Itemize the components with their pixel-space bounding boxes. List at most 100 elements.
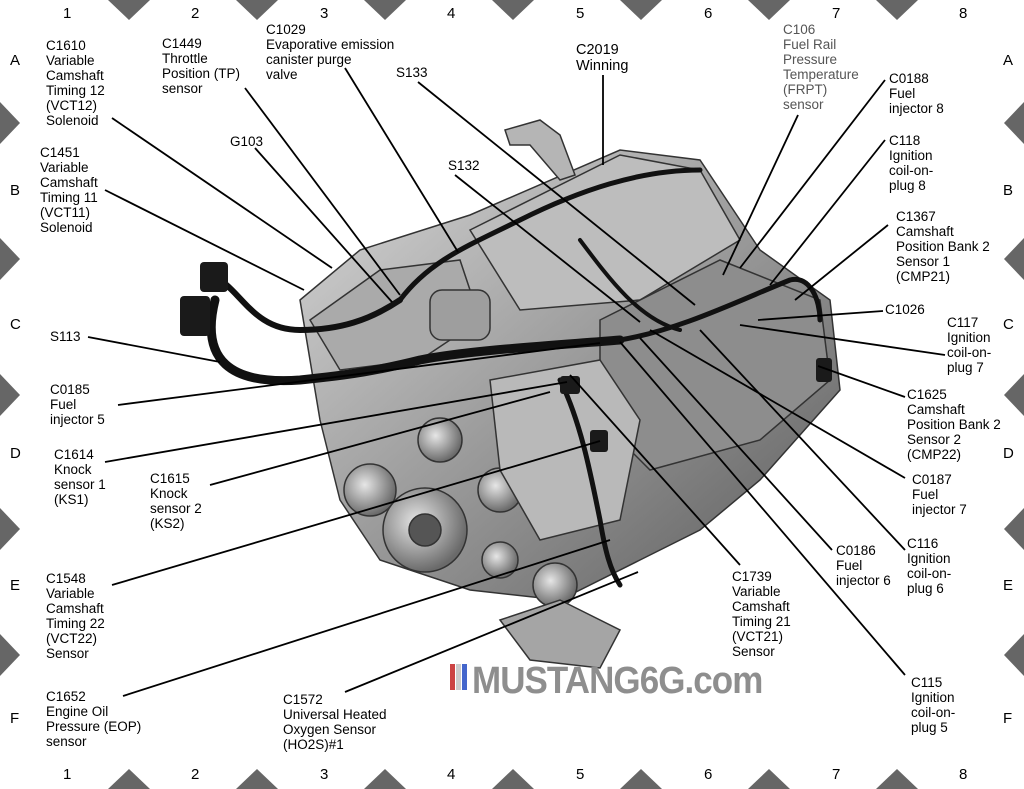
grid-marker: [0, 374, 20, 416]
grid-marker: [620, 0, 662, 20]
label-c1610: C1610 Variable Camshaft Timing 12 (VCT12…: [46, 38, 105, 128]
grid-marker: [0, 238, 20, 280]
tensioner-pulley: [417, 417, 463, 463]
label-c1026: C1026: [885, 302, 925, 317]
grid-col-7-top: 7: [832, 5, 841, 22]
leader-line: [739, 324, 946, 356]
label-s132: S132: [448, 158, 480, 173]
harness-right: [617, 276, 823, 343]
label-c1615: C1615 Knock sensor 2 (KS2): [150, 471, 202, 531]
grid-col-4-top: 4: [447, 5, 456, 22]
grid-col-6-top: 6: [704, 5, 713, 22]
leader-line: [87, 336, 221, 363]
label-c0185: C0185 Fuel injector 5: [50, 382, 105, 427]
grid-row-a-left: A: [10, 52, 21, 69]
label-c0187: C0187 Fuel injector 7: [912, 472, 967, 517]
leader-line: [254, 147, 393, 303]
connector-plug: [200, 262, 228, 292]
leader-line: [769, 139, 886, 286]
grid-col-3-bottom: 3: [320, 766, 329, 783]
grid-row-c-right: C: [1003, 316, 1014, 333]
leader-line: [699, 329, 906, 551]
label-c1572: C1572 Universal Heated Oxygen Sensor (HO…: [283, 692, 387, 752]
grid-marker: [1004, 238, 1024, 280]
grid-marker: [748, 769, 790, 789]
leader-line: [417, 81, 696, 306]
grid-marker: [876, 0, 918, 20]
label-c1451: C1451 Variable Camshaft Timing 11 (VCT11…: [40, 145, 98, 235]
grid-col-6-bottom: 6: [704, 766, 713, 783]
grid-col-8-bottom: 8: [959, 766, 968, 783]
grid-marker: [0, 508, 20, 550]
label-g103: G103: [230, 134, 264, 149]
grid-col-5-bottom: 5: [576, 766, 585, 783]
grid-row-f-right: F: [1003, 710, 1013, 727]
grid-marker: [1004, 634, 1024, 676]
label-c1614: C1614 Knock sensor 1 (KS1): [54, 447, 106, 507]
grid-marker: [364, 0, 406, 20]
leader-line: [104, 189, 305, 291]
grid-marker: [236, 769, 278, 789]
grid-col-5-top: 5: [576, 5, 585, 22]
grid-col-8-top: 8: [959, 5, 968, 22]
label-c106: C106 Fuel Rail Pressure Temperature (FRP…: [783, 22, 859, 112]
harness-top: [397, 167, 703, 303]
wiring-harness: [206, 167, 823, 588]
label-c115: C115 Ignition coil-on- plug 5: [911, 675, 956, 735]
crank-pulley-hub: [408, 513, 442, 547]
watermark-logo: MUSTANG6G.com: [472, 660, 763, 702]
connector-plug: [816, 358, 832, 382]
grid-col-4-bottom: 4: [447, 766, 456, 783]
grid-marker: [492, 0, 534, 20]
grid-marker: [236, 0, 278, 20]
grid-col-2-top: 2: [191, 5, 200, 22]
leader-line: [122, 539, 611, 697]
grid-marker: [1004, 102, 1024, 144]
grid-row-e-right: E: [1003, 577, 1014, 594]
leader-line: [722, 114, 799, 276]
leader-lines: [87, 67, 946, 697]
grid-marker: [748, 0, 790, 20]
leader-line: [619, 341, 906, 676]
grid-row-d-right: D: [1003, 445, 1014, 462]
label-c0186: C0186 Fuel injector 6: [836, 543, 891, 588]
connector-plug: [560, 376, 580, 394]
grid-row-a-right: A: [1003, 52, 1014, 69]
connector-plug: [180, 296, 210, 336]
leader-line: [639, 337, 833, 551]
label-c117: C117 Ignition coil-on- plug 7: [947, 315, 992, 375]
throttle-body: [429, 289, 491, 341]
grid-col-1-bottom: 1: [63, 766, 72, 783]
grid-marker: [620, 769, 662, 789]
leader-line: [344, 571, 639, 693]
leader-line: [104, 381, 568, 463]
leader-line: [344, 67, 459, 253]
grid-marker: [108, 0, 150, 20]
grid-marker: [364, 769, 406, 789]
grid-marker: [108, 769, 150, 789]
bracket: [504, 119, 576, 181]
harness-left-branch: [207, 272, 403, 334]
harness-cover: [578, 238, 682, 332]
connector-plugs: [180, 262, 832, 452]
water-pump-pulley: [481, 541, 519, 579]
leader-line: [794, 224, 889, 301]
grid-col-7-bottom: 7: [832, 766, 841, 783]
grid-marker: [492, 769, 534, 789]
grid-row-b-left: B: [10, 182, 21, 199]
grid-marker: [0, 634, 20, 676]
label-s113: S113: [50, 329, 81, 344]
idler-pulley: [343, 463, 397, 517]
leader-line: [454, 174, 641, 323]
label-c1739: C1739 Variable Camshaft Timing 21 (VCT21…: [732, 569, 791, 659]
grid-marker: [0, 102, 20, 144]
label-s133: S133: [396, 65, 428, 80]
watermark-flag-icon: [450, 664, 467, 690]
grid-row-b-right: B: [1003, 182, 1014, 199]
grid-row-e-left: E: [10, 577, 21, 594]
label-c1652: C1652 Engine Oil Pressure (EOP) sensor: [46, 689, 142, 749]
starter: [498, 599, 622, 669]
grid-marker: [1004, 508, 1024, 550]
leader-line: [817, 365, 906, 398]
